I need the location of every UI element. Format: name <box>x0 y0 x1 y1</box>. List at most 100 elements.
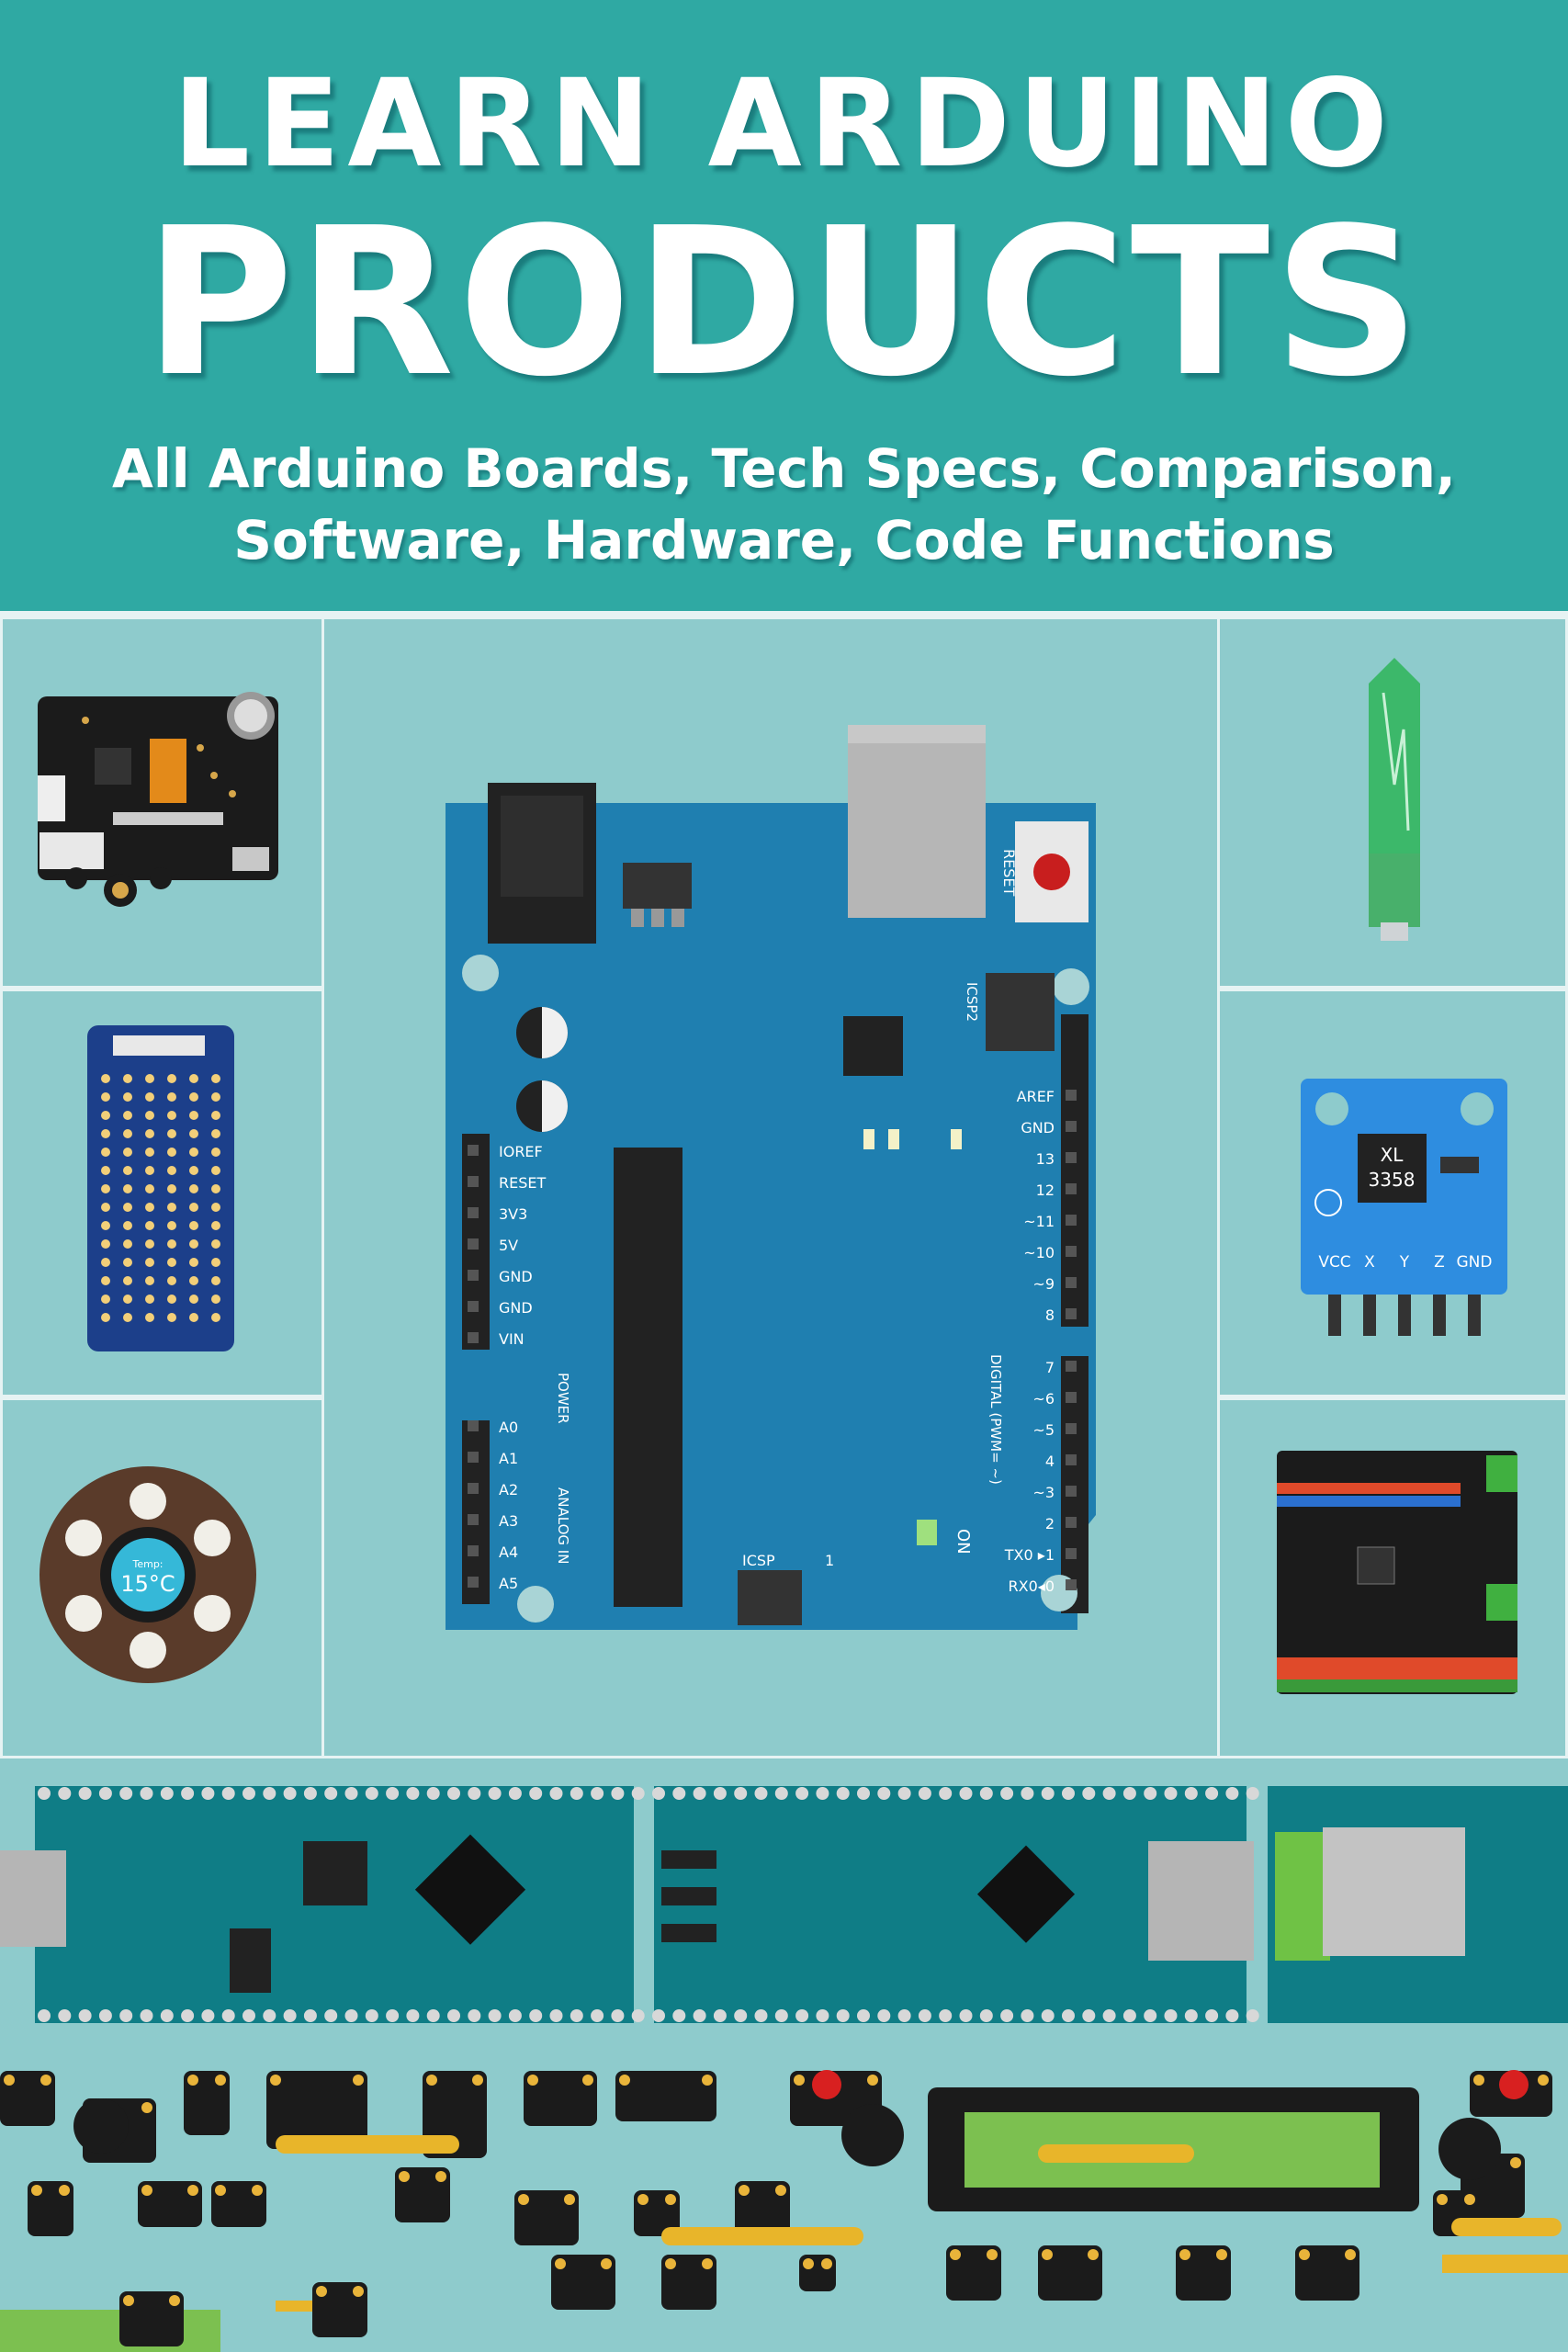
pin-hole <box>344 2009 358 2022</box>
mount-hole <box>665 2194 676 2205</box>
pin-socket <box>468 1176 479 1187</box>
mount-hole <box>619 2075 630 2086</box>
power-label: POWER <box>555 1373 571 1424</box>
pin-hole <box>1062 2009 1075 2022</box>
led <box>211 1258 220 1267</box>
soil-probe <box>1451 2218 1562 2236</box>
pin-hole <box>488 1787 502 1800</box>
mount-hole <box>426 2075 437 2086</box>
pin-hole <box>877 1787 891 1800</box>
mount-hole <box>950 2249 961 2260</box>
mount-hole <box>1437 2194 1448 2205</box>
pin-hole <box>631 2009 645 2022</box>
pin-hole <box>119 2009 133 2022</box>
led <box>123 1221 132 1230</box>
round-module <box>73 2098 129 2154</box>
led <box>167 1203 176 1212</box>
pin-hole <box>221 2009 235 2022</box>
pin-label: 2 <box>1045 1515 1055 1532</box>
mount-hole <box>1216 2249 1227 2260</box>
led <box>145 1166 154 1175</box>
pin-hole <box>324 1787 338 1800</box>
chip-line1: XL <box>1381 1144 1404 1166</box>
pin-hole <box>1082 1787 1096 1800</box>
led <box>101 1258 110 1267</box>
sensor-module <box>312 2282 367 2337</box>
pin-hole <box>959 1787 973 1800</box>
pin-socket <box>468 1145 479 1156</box>
pin-socket <box>1066 1361 1077 1372</box>
pin-hole <box>1102 1787 1116 1800</box>
sensor-module <box>514 2190 579 2245</box>
mount-hole <box>601 2258 612 2269</box>
sensor-module <box>184 2071 230 2135</box>
pin-label: RX0◂0 <box>1009 1577 1055 1595</box>
led <box>145 1203 154 1212</box>
mount-hole <box>1088 2249 1099 2260</box>
led <box>145 1276 154 1285</box>
led <box>189 1313 198 1322</box>
mount-hole <box>1345 2249 1356 2260</box>
mount-hole <box>169 2295 180 2306</box>
led <box>211 1221 220 1230</box>
pin-hole <box>243 2009 255 2022</box>
pin-hole <box>857 1787 870 1800</box>
sensor-module <box>661 2255 716 2310</box>
led <box>167 1221 176 1230</box>
mount-hole <box>555 2258 566 2269</box>
led <box>123 1184 132 1193</box>
pin-hole <box>979 2009 993 2022</box>
pin-hole <box>140 2009 153 2022</box>
mount-hole <box>123 2295 134 2306</box>
pin-hole <box>263 1787 276 1800</box>
led <box>101 1313 110 1322</box>
reset-label: RESET <box>1000 849 1018 896</box>
led <box>123 1111 132 1120</box>
pin-label: A0 <box>499 1419 518 1436</box>
pin-hole <box>201 2009 215 2022</box>
sensor-module <box>119 2291 184 2346</box>
cell-camera-module <box>0 616 324 989</box>
led <box>189 1239 198 1249</box>
pin-hole <box>774 2009 788 2022</box>
sensor-module <box>524 2071 597 2126</box>
pin-hole <box>939 1787 953 1800</box>
pin-hole <box>119 1787 133 1800</box>
arduino-uno-image: RESET ICSP2 POWER ANALOG IN DIGITAL (PWM… <box>446 725 1096 1630</box>
pin-hole <box>344 1787 358 1800</box>
pin-hole <box>939 2009 953 2022</box>
pin-label: 4 <box>1045 1453 1055 1470</box>
led <box>189 1295 198 1304</box>
led <box>101 1129 110 1138</box>
mount-hole <box>1042 2249 1053 2260</box>
led <box>123 1148 132 1157</box>
led <box>145 1258 154 1267</box>
module-field <box>0 2034 1568 2352</box>
pin-label: A4 <box>499 1544 518 1561</box>
pin-hole <box>140 1787 153 1800</box>
pin-socket <box>1066 1277 1077 1288</box>
pin-label: A1 <box>499 1450 518 1467</box>
round-board-image: Temp: 15°C <box>39 1466 256 1683</box>
led <box>189 1166 198 1175</box>
pin-socket <box>1066 1454 1077 1465</box>
pin-socket <box>468 1452 479 1463</box>
pin-socket <box>1066 1121 1077 1132</box>
icsp-label: ICSP <box>742 1552 775 1569</box>
mount-hole <box>40 2075 51 2086</box>
pin-label: 8 <box>1045 1306 1055 1324</box>
chip-line2: 3358 <box>1369 1169 1416 1191</box>
led <box>211 1184 220 1193</box>
pin-hole <box>243 1787 255 1800</box>
pin-hole <box>652 1787 665 1800</box>
pin-hole <box>652 2009 665 2022</box>
pin-hole <box>754 1787 768 1800</box>
pin-hole <box>1122 2009 1136 2022</box>
pin-hole <box>365 1787 378 1800</box>
pin-hole <box>897 1787 911 1800</box>
led <box>123 1313 132 1322</box>
subtitle-line1: All Arduino Boards, Tech Specs, Comparis… <box>112 437 1456 500</box>
mount-hole <box>353 2075 364 2086</box>
led <box>167 1129 176 1138</box>
